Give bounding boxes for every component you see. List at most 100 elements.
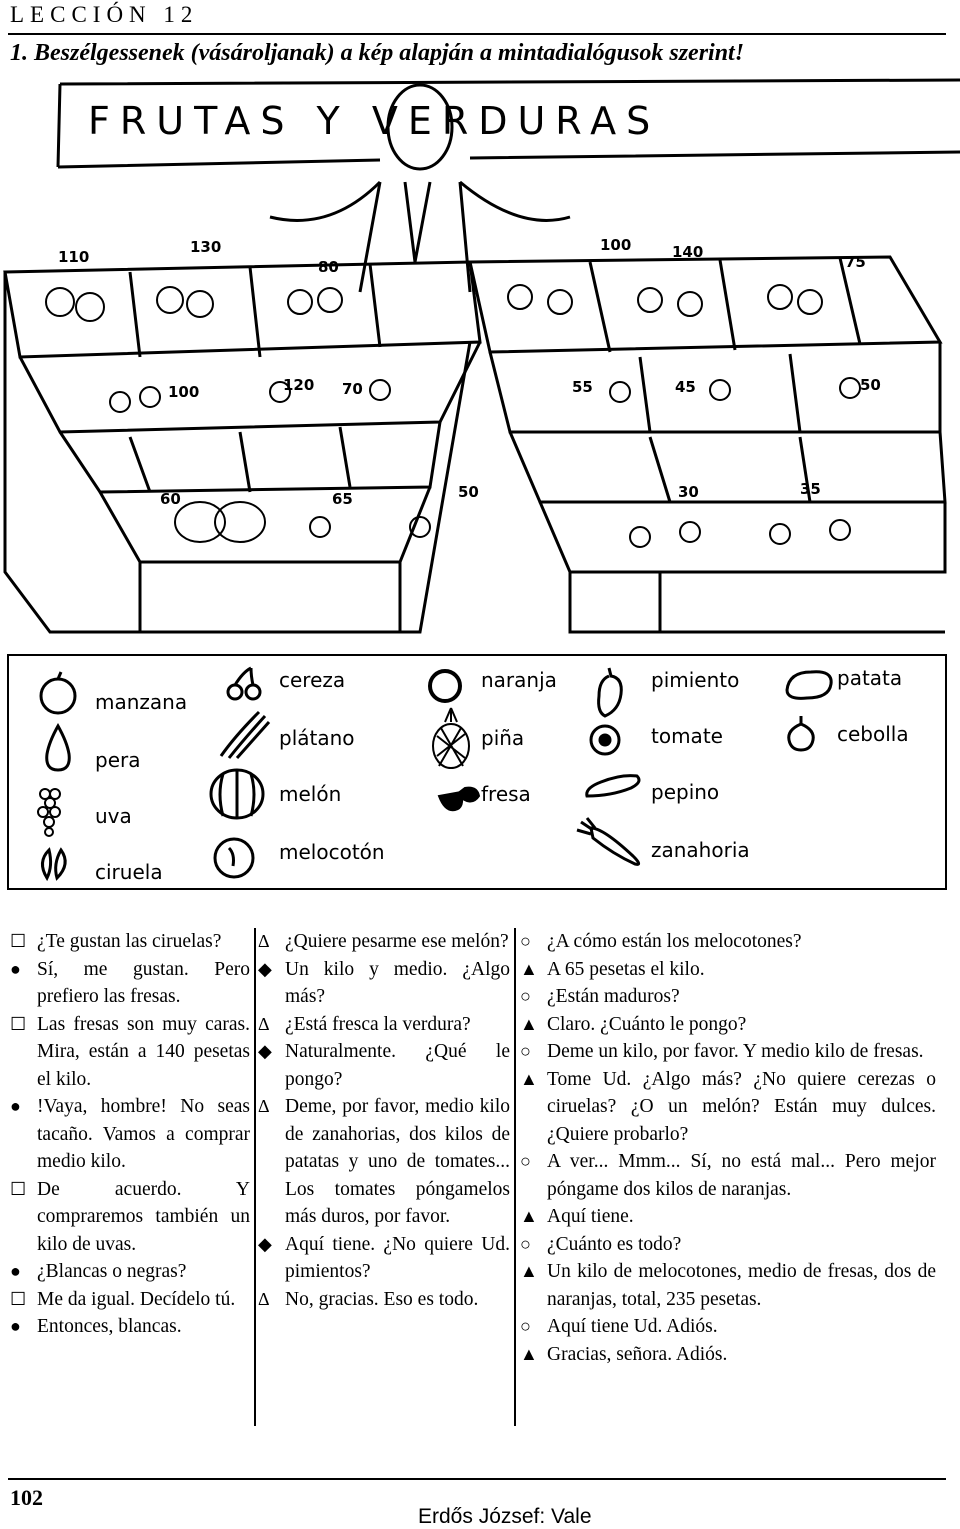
market-stall-illustration: FRUTAS Y VERDURAS 110 130 80 100 120 70 …: [3, 78, 960, 634]
cherry-icon: [226, 666, 262, 701]
price-tag: 30: [678, 483, 699, 501]
price-tag: 50: [458, 483, 479, 501]
orange-icon: [428, 669, 462, 703]
price-tag: 100: [600, 236, 631, 254]
dialogue-line: ●¿Blancas o negras?: [10, 1258, 250, 1286]
legend-label: pimiento: [651, 668, 740, 692]
produce-legend: manzana pera uva ciruela cereza plátano …: [7, 654, 947, 890]
dialogue-line: ◆Aquí tiene. ¿No quiere Ud. pimientos?: [258, 1231, 510, 1286]
speaker-marker: ○: [520, 1316, 531, 1336]
price-tag: 45: [675, 378, 696, 396]
onion-icon: [787, 716, 815, 752]
legend-label: cereza: [279, 668, 346, 692]
dialogue-line: ☐De acuerdo. Y compraremos también un ki…: [10, 1176, 250, 1259]
speaker-marker: ●: [10, 958, 21, 979]
speaker-marker: ▲: [520, 1068, 538, 1089]
legend-label: naranja: [481, 668, 557, 692]
dialogue-line: ▲Tome Ud. ¿Algo más? ¿No quiere cerezas …: [520, 1066, 936, 1149]
speaker-marker: ●: [10, 1096, 21, 1116]
column-divider: [514, 928, 516, 1426]
speaker-marker: ○: [520, 986, 531, 1006]
dialogue-line: ▲Aquí tiene.: [520, 1203, 936, 1231]
dialogue-line: ▲Claro. ¿Cuánto le pongo?: [520, 1011, 936, 1039]
dialogue-line: ●Sí, me gustan. Pero prefiero las fresas…: [10, 956, 250, 1011]
plum-icon: [41, 847, 67, 882]
legend-label: melocotón: [279, 840, 385, 864]
speaker-marker: ○: [520, 1041, 531, 1061]
tomato-icon: [589, 724, 621, 756]
price-tag: 120: [283, 376, 314, 394]
legend-label: uva: [95, 804, 132, 828]
pineapple-icon: [432, 707, 470, 769]
lesson-header: LECCIÓN 12: [10, 2, 199, 27]
speaker-marker: Δ: [258, 1288, 270, 1309]
speaker-marker: ◆: [258, 1041, 272, 1061]
apple-icon: [39, 671, 77, 715]
carrot-icon: [576, 817, 640, 866]
dialogue-3: ○¿A cómo están los melocotones? ▲A 65 pe…: [520, 928, 936, 1368]
legend-label: piña: [481, 726, 525, 750]
price-tag: 70: [342, 380, 363, 398]
speaker-marker: ●: [10, 1261, 21, 1281]
speaker-marker: ○: [520, 1233, 531, 1254]
speaker-marker: Δ: [258, 931, 270, 951]
price-tag: 35: [800, 480, 821, 498]
strawberry-icon: [437, 786, 481, 812]
book-credit: Erdős József: Vale: [418, 1505, 592, 1528]
dialogue-line: ☐Me da igual. Decídelo tú.: [10, 1286, 250, 1314]
speaker-marker: ☐: [10, 1288, 27, 1309]
footer-rule: [8, 1478, 946, 1480]
sign-text: FRUTAS Y VERDURAS: [88, 99, 660, 143]
dialogue-line: ◆Naturalmente. ¿Qué le pongo?: [258, 1038, 510, 1093]
melon-icon: [209, 768, 265, 820]
grapes-icon: [37, 788, 61, 837]
legend-label: melón: [279, 782, 342, 806]
speaker-marker: Δ: [258, 1013, 270, 1034]
banana-icon: [219, 710, 271, 759]
speaker-marker: Δ: [258, 1096, 270, 1116]
dialogue-line: Δ¿Está fresca la verdura?: [258, 1011, 510, 1039]
price-tag: 130: [190, 238, 221, 256]
speaker-marker: ▲: [520, 1013, 538, 1034]
pear-icon: [45, 722, 71, 772]
price-tag: 75: [845, 253, 866, 271]
dialogue-line: ○¿A cómo están los melocotones?: [520, 928, 936, 956]
speaker-marker: ▲: [520, 1261, 538, 1281]
pepper-icon: [597, 667, 623, 718]
dialogue-line: ◆Un kilo y medio. ¿Algo más?: [258, 956, 510, 1011]
legend-label: plátano: [279, 726, 355, 750]
dialogue-2: Δ¿Quiere pesarme ese melón? ◆Un kilo y m…: [258, 928, 510, 1313]
legend-label: tomate: [651, 724, 723, 748]
header-rule: [8, 33, 946, 35]
dialogue-line: ☐¿Te gustan las ciruelas?: [10, 928, 250, 956]
dialogue-1: ☐¿Te gustan las ciruelas? ●Sí, me gustan…: [10, 928, 250, 1341]
price-tag: 80: [318, 258, 339, 276]
page-number: 102: [10, 1485, 43, 1510]
price-tag: 100: [168, 383, 199, 401]
price-tag: 110: [58, 248, 89, 266]
legend-label: pepino: [651, 780, 720, 804]
legend-label: cebolla: [837, 722, 909, 746]
potato-icon: [785, 670, 833, 700]
dialogue-line: ○¿Cuánto es todo?: [520, 1231, 936, 1259]
legend-label: pera: [95, 748, 141, 772]
dialogue-line: ○Aquí tiene Ud. Adiós.: [520, 1313, 936, 1341]
dialogue-line: ▲A 65 pesetas el kilo.: [520, 956, 936, 984]
dialogue-line: Δ¿Quiere pesarme ese melón?: [258, 928, 510, 956]
speaker-marker: ☐: [10, 931, 27, 951]
dialogue-line: ○Deme un kilo, por favor. Y medio kilo d…: [520, 1038, 936, 1066]
price-tag: 55: [572, 378, 593, 396]
dialogue-line: ○A ver... Mmm... Sí, no está mal... Pero…: [520, 1148, 936, 1203]
dialogue-line: ●Entonces, blancas.: [10, 1313, 250, 1341]
legend-label: zanahoria: [651, 838, 750, 862]
dialogue-line: ○¿Están maduros?: [520, 983, 936, 1011]
column-divider: [254, 928, 256, 1426]
dialogue-line: ▲Gracias, señora. Adiós.: [520, 1341, 936, 1369]
speaker-marker: ☐: [10, 1013, 27, 1034]
exercise-instruction: 1. Beszélgessenek (vásároljanak) a kép a…: [10, 40, 745, 66]
legend-label: patata: [837, 666, 903, 690]
speaker-marker: ▲: [520, 1206, 538, 1226]
speaker-marker: ▲: [520, 1343, 538, 1364]
speaker-marker: ☐: [10, 1178, 27, 1199]
